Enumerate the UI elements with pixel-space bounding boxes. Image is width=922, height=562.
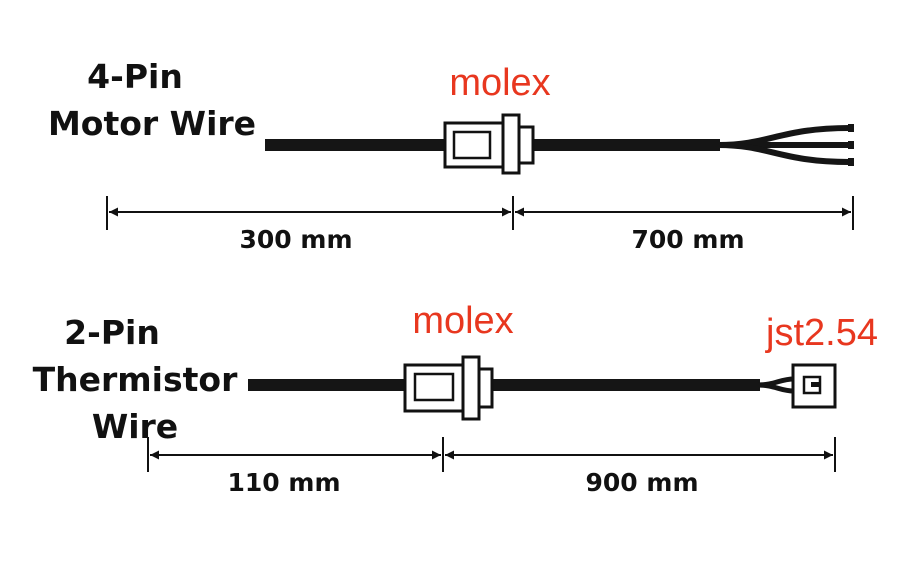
thermistor-length-right: 900 mm — [586, 468, 699, 497]
thermistor-molex-flange — [461, 355, 481, 421]
jst-label: jst2.54 — [765, 312, 878, 354]
motor-molex-window — [452, 130, 492, 160]
thermistor-molex-connector — [403, 355, 494, 421]
motor-length-left: 300 mm — [240, 225, 353, 254]
motor-lead-top-tip — [848, 124, 854, 132]
thermistor-lead-bottom — [757, 382, 795, 394]
motor-molex-label: molex — [449, 62, 550, 104]
motor-length-right: 700 mm — [632, 225, 745, 254]
thermistor-molex-label: molex — [412, 300, 513, 342]
motor-molex-flange — [501, 113, 521, 175]
thermistor-title-line1: 2-Pin — [64, 313, 160, 352]
thermistor-molex-back — [477, 367, 494, 409]
motor-wire-group: 4-Pin Motor Wire molex — [48, 57, 854, 254]
motor-lead-bottom — [717, 142, 851, 165]
thermistor-title-line3: Wire — [92, 407, 178, 446]
motor-wire-title-line1: 4-Pin — [87, 57, 183, 96]
thermistor-title-line2: Thermistor — [33, 360, 238, 399]
motor-wire-title-line2: Motor Wire — [48, 104, 256, 143]
motor-molex-back — [517, 125, 535, 165]
motor-lead-middle-tip — [848, 141, 854, 149]
jst-latch — [811, 382, 820, 387]
thermistor-molex-window — [413, 372, 455, 402]
thermistor-wire-group: 2-Pin Thermistor Wire molex jst2.54 — [33, 300, 878, 497]
motor-lead-bottom-tip — [848, 158, 854, 166]
thermistor-length-left: 110 mm — [228, 468, 341, 497]
jst-connector — [791, 363, 837, 409]
motor-molex-connector — [443, 113, 535, 175]
